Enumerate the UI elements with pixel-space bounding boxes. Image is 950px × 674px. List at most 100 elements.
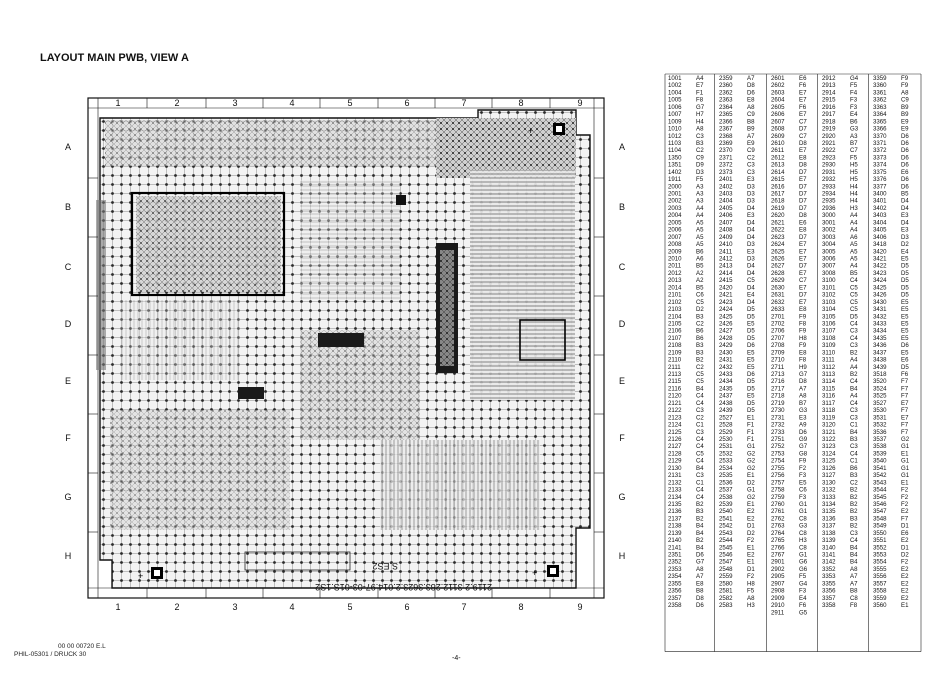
component-ref: 2135 <box>668 501 682 508</box>
component-location: E8 <box>696 580 704 587</box>
component-location: E5 <box>799 479 807 486</box>
component-ref: 3422 <box>873 263 887 270</box>
component-ref: 2127 <box>668 443 682 450</box>
component-ref: 2732 <box>771 422 785 429</box>
component-location: E3 <box>901 212 909 219</box>
component-ref: 3401 <box>873 198 887 205</box>
component-location: D6 <box>901 154 909 161</box>
component-ref: 2580 <box>719 580 733 587</box>
component-ref: 2921 <box>822 140 836 147</box>
component-location: A4 <box>850 212 858 219</box>
component-location: D4 <box>747 284 755 291</box>
component-location: C5 <box>696 371 704 378</box>
component-location: E2 <box>747 552 755 559</box>
component-ref: 3004 <box>822 241 836 248</box>
component-location: E7 <box>901 414 909 421</box>
component-location: C3 <box>850 328 858 335</box>
component-location: A6 <box>696 256 704 263</box>
component-location: C5 <box>696 378 704 385</box>
component-ref: 2433 <box>719 371 733 378</box>
component-ref: 2134 <box>668 494 682 501</box>
component-location: D5 <box>901 277 909 284</box>
component-ref: 3366 <box>873 126 887 133</box>
component-location: D3 <box>696 169 704 176</box>
component-ref: 3438 <box>873 357 887 364</box>
grid-row-left-E: E <box>65 376 71 386</box>
component-location: E6 <box>799 75 807 82</box>
component-location: D8 <box>799 212 807 219</box>
component-location: C3 <box>850 443 858 450</box>
component-location: A4 <box>696 205 704 212</box>
component-ref: 3001 <box>822 219 836 226</box>
component-ref: 3362 <box>873 97 887 104</box>
component-ref: 2767 <box>771 552 785 559</box>
component-ref: 2901 <box>771 559 785 566</box>
component-ref: 2617 <box>771 191 785 198</box>
component-ref: 2129 <box>668 458 682 465</box>
component-ref: 2410 <box>719 241 733 248</box>
component-location: D6 <box>901 140 909 147</box>
component-ref: 2404 <box>719 198 733 205</box>
component-ref: 2935 <box>822 198 836 205</box>
component-ref: 2602 <box>771 82 785 89</box>
component-ref: 2537 <box>719 487 733 494</box>
component-location: D7 <box>799 169 807 176</box>
component-ref: 2012 <box>668 270 682 277</box>
component-location: E1 <box>901 450 909 457</box>
component-location: D5 <box>747 385 755 392</box>
grid-col-top-6: 6 <box>404 98 409 108</box>
component-ref: 3135 <box>822 508 836 515</box>
grid-col-top-8: 8 <box>518 98 523 108</box>
component-ref: 2627 <box>771 263 785 270</box>
component-location: G8 <box>799 450 808 457</box>
component-location: C4 <box>850 277 858 284</box>
component-location: F2 <box>901 501 909 508</box>
component-location: G7 <box>799 443 808 450</box>
component-ref: 2108 <box>668 342 682 349</box>
component-location: E1 <box>901 479 909 486</box>
component-location: B4 <box>696 544 704 551</box>
component-ref: 3112 <box>822 364 836 371</box>
component-ref: 3547 <box>873 508 887 515</box>
component-location: E2 <box>901 508 909 515</box>
component-location: C4 <box>696 458 704 465</box>
component-ref: 3530 <box>873 407 887 414</box>
component-location: F1 <box>747 429 755 436</box>
grid-row-right-H: H <box>619 551 626 561</box>
component-location: F6 <box>799 104 807 111</box>
component-location: B2 <box>696 537 704 544</box>
component-location: G2 <box>747 458 756 465</box>
component-ref: 3113 <box>822 371 836 378</box>
component-ref: 2933 <box>822 183 836 190</box>
component-location: A8 <box>901 89 909 96</box>
component-location: B2 <box>850 523 858 530</box>
component-location: D8 <box>799 162 807 169</box>
component-ref: 2105 <box>668 320 682 327</box>
component-location: F2 <box>901 487 909 494</box>
component-location: E7 <box>799 270 807 277</box>
component-ref: 2138 <box>668 523 682 530</box>
footer-doc-code: PHIL-05301 / DRUCK 30 <box>14 651 87 658</box>
component-ref: 2604 <box>771 97 785 104</box>
component-location: B2 <box>850 501 858 508</box>
component-ref: 3556 <box>873 573 887 580</box>
component-ref: 3518 <box>873 371 887 378</box>
component-location: G2 <box>747 465 756 472</box>
component-ref: 2412 <box>719 256 733 263</box>
component-ref: 2624 <box>771 241 785 248</box>
component-location: A8 <box>747 104 755 111</box>
component-location: C4 <box>696 436 704 443</box>
component-location: F7 <box>901 378 909 385</box>
component-location: G1 <box>901 458 910 465</box>
component-location: D1 <box>901 523 909 530</box>
component-ref: 2545 <box>719 544 733 551</box>
component-location: A5 <box>850 241 858 248</box>
component-location: E6 <box>901 357 909 364</box>
component-ref: 3101 <box>822 284 836 291</box>
component-location: B3 <box>850 436 858 443</box>
component-location: D6 <box>901 133 909 140</box>
component-location: D5 <box>747 378 755 385</box>
component-ref: 2115 <box>668 378 682 385</box>
component-ref: 3103 <box>822 299 836 306</box>
component-location: C6 <box>799 487 807 494</box>
